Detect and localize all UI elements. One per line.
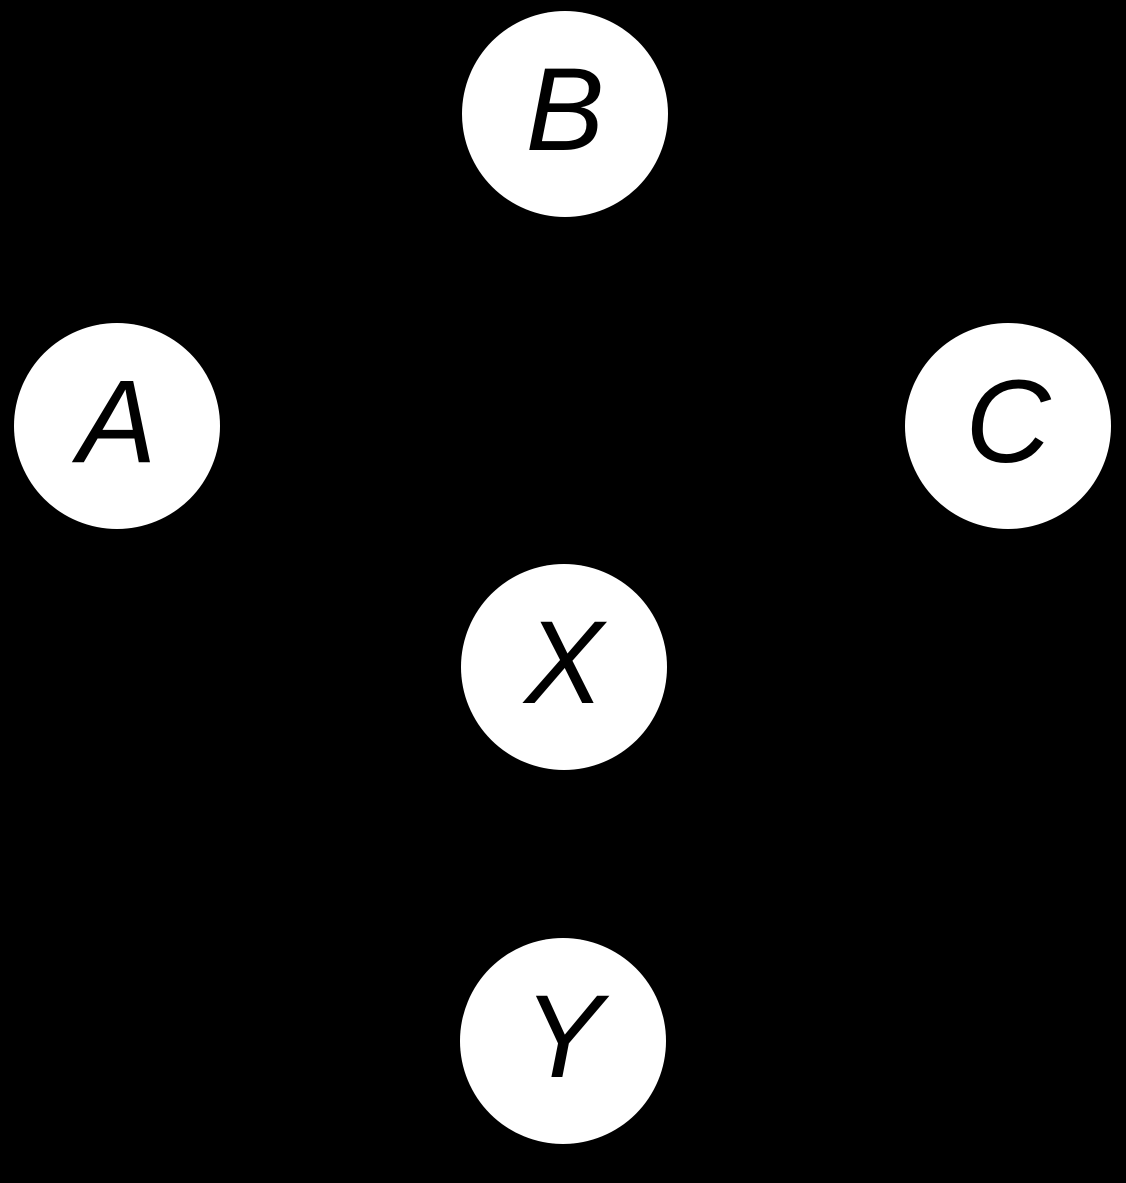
node-c: C	[905, 323, 1111, 529]
node-a-label: A	[77, 356, 157, 488]
node-a: A	[14, 323, 220, 529]
node-x: X	[461, 564, 667, 770]
node-c-label: C	[965, 356, 1051, 488]
node-y: Y	[460, 938, 666, 1144]
node-b-label: B	[525, 44, 605, 176]
node-b: B	[462, 11, 668, 217]
node-x-label: X	[524, 597, 604, 729]
node-y-label: Y	[523, 971, 603, 1103]
